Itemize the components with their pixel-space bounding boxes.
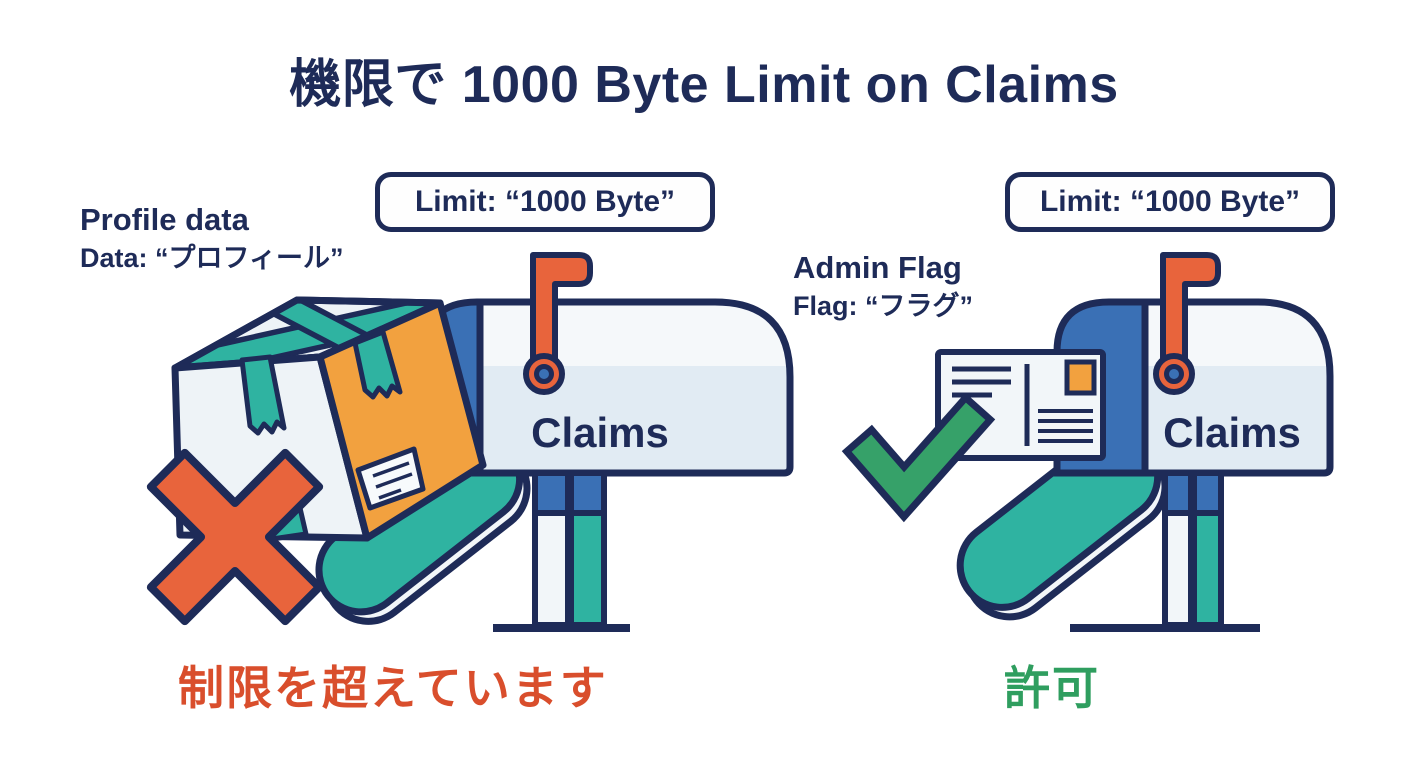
left-mailbox-label: Claims: [531, 409, 669, 456]
mailbox-flag-icon: [1153, 252, 1221, 395]
stamp-icon: [1064, 359, 1097, 396]
x-cross-icon: [146, 448, 324, 626]
left-limit-badge: Limit: “1000 Byte”: [375, 172, 715, 232]
left-item-label: Profile data Data: “プロフィール”: [80, 200, 343, 278]
mailbox-post: [493, 470, 630, 632]
approved-mailbox-illustration: Claims: [841, 252, 1334, 632]
right-item-detail: Flag: “フラグ”: [793, 291, 973, 322]
mailbox-post: [1070, 470, 1260, 632]
left-item-title: Profile data: [80, 202, 249, 237]
right-item-label: Admin Flag Flag: “フラグ”: [793, 248, 973, 326]
mailbox-body: [1141, 298, 1334, 477]
mailbox-flag-icon: [523, 252, 593, 395]
right-mailbox-label: Claims: [1163, 409, 1301, 456]
diagram-title: 機限で 1000 Byte Limit on Claims: [289, 56, 1119, 114]
rejected-mailbox-illustration: Claims: [146, 252, 794, 632]
checkmark-icon: [841, 392, 996, 523]
left-item-detail: Data: “プロフィール”: [80, 243, 344, 274]
left-status-text: 制限を超えています: [178, 662, 608, 714]
right-status-text: 許可: [1004, 662, 1100, 714]
right-limit-badge: Limit: “1000 Byte”: [1005, 172, 1335, 232]
shipping-label: [355, 446, 426, 511]
right-item-title: Admin Flag: [793, 250, 962, 285]
